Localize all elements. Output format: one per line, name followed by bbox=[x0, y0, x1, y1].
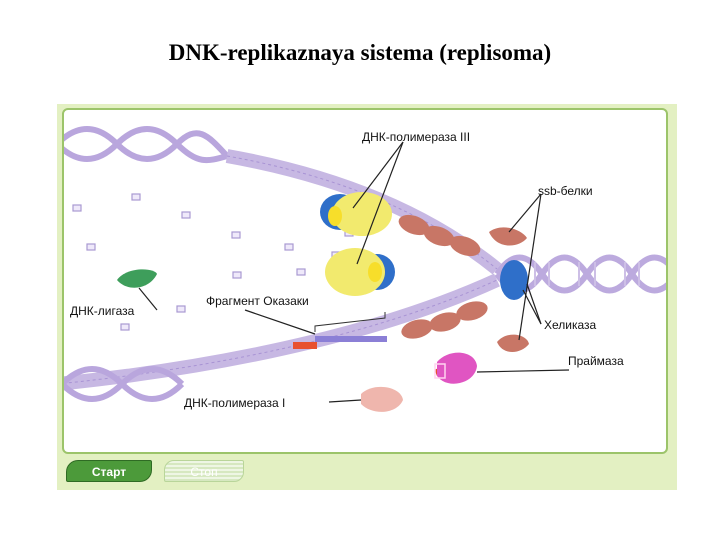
okazaki-fragment bbox=[315, 336, 387, 342]
start-button[interactable]: Старт bbox=[66, 460, 152, 482]
pointer-lines bbox=[138, 141, 570, 403]
slide-title: DNK-replikaznaya sistema (replisoma) bbox=[168, 40, 552, 65]
label-helicase: Хеликаза bbox=[544, 318, 597, 332]
label-okazaki-fragment: Фрагмент Оказаки bbox=[206, 294, 309, 308]
label-ssb-proteins: ssb-белки bbox=[538, 184, 593, 198]
lower-duplex bbox=[64, 273, 500, 391]
dna-polymerase-i bbox=[361, 386, 403, 412]
label-dna-ligase: ДНК-лигаза bbox=[70, 304, 135, 318]
lagging-strand-helix bbox=[64, 366, 185, 402]
label-dna-polymerase-i: ДНК-полимераза I bbox=[184, 396, 286, 410]
dna-polymerase-iii-upper bbox=[320, 192, 392, 236]
replisome-diagram bbox=[64, 126, 666, 412]
label-primase: Праймаза bbox=[568, 354, 624, 368]
helicase bbox=[500, 260, 528, 300]
dna-polymerase-iii-lower bbox=[325, 248, 395, 296]
leading-strand-helix bbox=[64, 126, 230, 164]
ssb-proteins bbox=[398, 214, 529, 352]
primase bbox=[434, 352, 477, 384]
okazaki-bracket bbox=[314, 312, 386, 332]
stop-button[interactable]: Стоп bbox=[164, 460, 244, 482]
primer-segment bbox=[293, 342, 317, 349]
dna-ligase bbox=[117, 269, 157, 288]
label-dna-polymerase-iii: ДНК-полимераза III bbox=[362, 130, 471, 144]
helix-rungs bbox=[534, 262, 640, 286]
